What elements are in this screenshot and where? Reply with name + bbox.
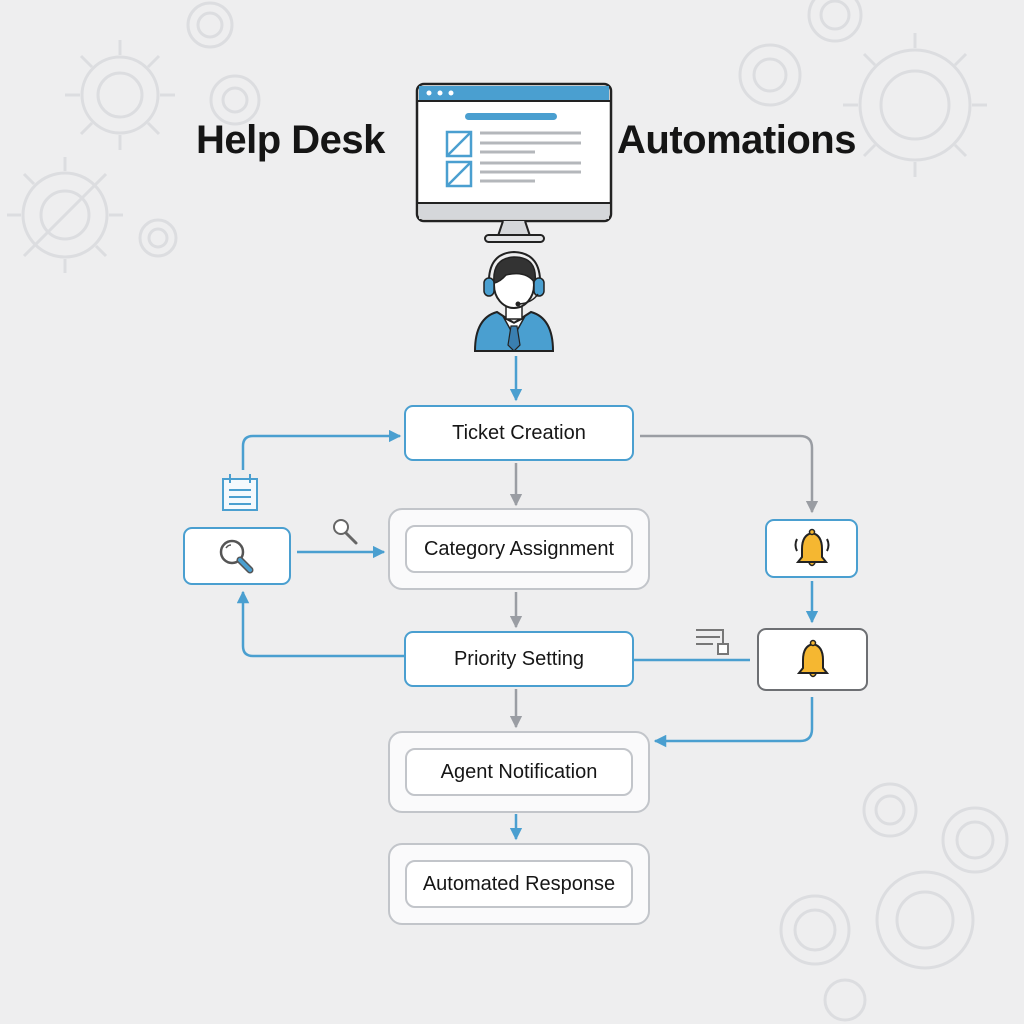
arrow-priority-to-search: [236, 590, 404, 658]
node-label: Automated Response: [422, 872, 616, 895]
support-agent-headset-icon: [473, 250, 555, 352]
node-inner-box: Agent Notification: [405, 748, 633, 796]
small-magnifier-icon: [333, 519, 358, 545]
magnifier-icon: [219, 539, 254, 574]
ringing-bell-icon: [794, 528, 829, 566]
gear-icon: [807, 0, 863, 43]
gear-icon: [138, 218, 178, 258]
gear-icon: [843, 33, 987, 177]
gear-icon: [738, 43, 802, 107]
bell-icon: [796, 639, 829, 677]
gear-icon: [823, 978, 867, 1022]
node-inner-box: Automated Response: [405, 860, 633, 908]
title-right: Automations: [617, 118, 856, 162]
gear-icon: [875, 870, 975, 970]
title-left: Help Desk: [196, 118, 385, 162]
node-ticket-creation[interactable]: Ticket Creation: [404, 405, 634, 461]
arrow-loop-to-ticket: [241, 429, 402, 470]
node-label: Agent Notification: [440, 760, 598, 783]
node-label: Priority Setting: [453, 647, 585, 670]
filter-lines-icon: [696, 629, 729, 655]
node-inner-box: Category Assignment: [405, 525, 633, 573]
arrow-alert-to-notification: [653, 697, 814, 748]
gear-icon: [7, 157, 123, 273]
node-category-assignment[interactable]: Category Assignment: [388, 508, 650, 590]
node-alert-ringing[interactable]: [765, 519, 858, 578]
node-alert[interactable]: [757, 628, 868, 691]
gear-icon: [186, 1, 234, 49]
node-agent-notification[interactable]: Agent Notification: [388, 731, 650, 813]
monitor-with-checklist-icon: [415, 82, 613, 243]
gear-icon: [779, 894, 851, 966]
node-search[interactable]: [183, 527, 291, 585]
node-label: Ticket Creation: [452, 421, 586, 444]
arrow-ticket-to-alert: [640, 434, 819, 514]
gear-icon: [209, 74, 261, 126]
gear-icon: [941, 806, 1009, 874]
node-automated-response[interactable]: Automated Response: [388, 843, 650, 925]
calendar-icon: [222, 474, 258, 511]
node-priority-setting[interactable]: Priority Setting: [404, 631, 634, 687]
gear-icon: [862, 782, 918, 838]
node-label: Category Assignment: [423, 537, 615, 560]
gear-icon: [65, 40, 175, 150]
